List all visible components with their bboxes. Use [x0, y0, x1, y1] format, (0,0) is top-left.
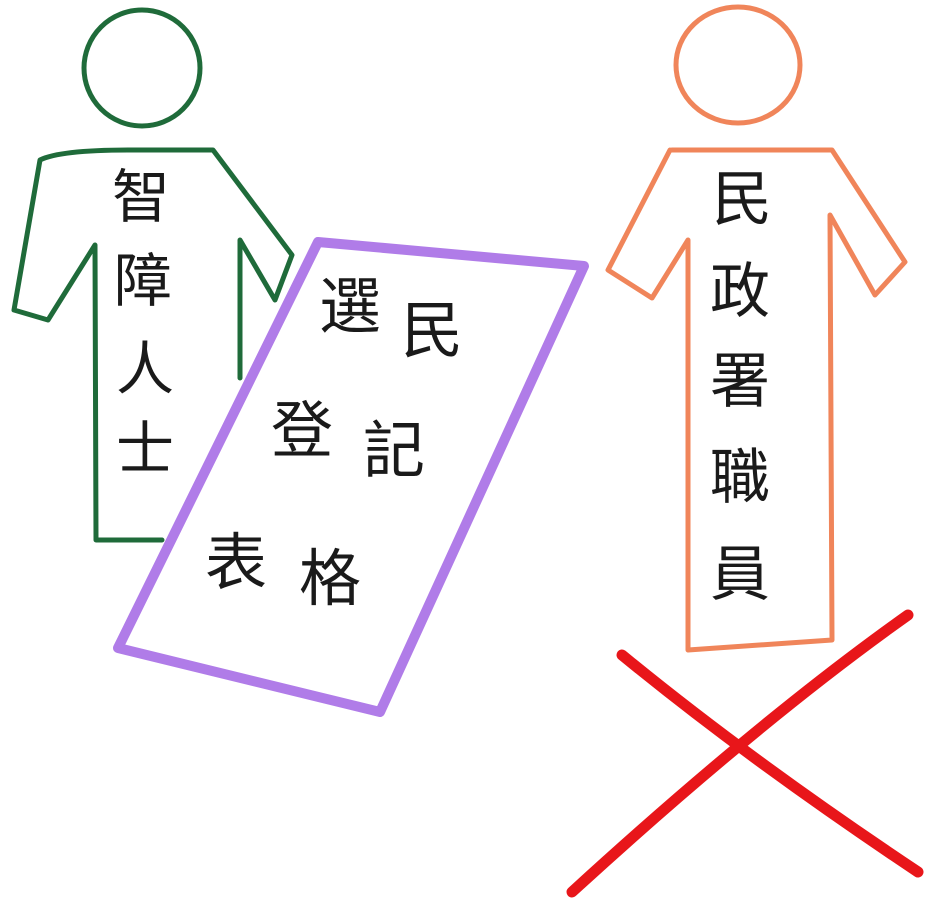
right-label-char-4: 職 — [710, 443, 770, 513]
right-person-head — [673, 4, 803, 126]
right-person-figure — [605, 4, 908, 653]
right-person-body — [605, 147, 908, 653]
left-person-body — [11, 147, 295, 543]
cross-stroke-2 — [566, 609, 914, 898]
cross-stroke-1 — [616, 649, 924, 878]
form-char-min: 民 — [400, 294, 463, 367]
left-label-char-2: 障 — [113, 247, 172, 315]
form-char-biao: 表 — [204, 526, 267, 599]
form-char-ji: 記 — [362, 414, 425, 487]
right-label-char-2: 政 — [710, 257, 770, 327]
left-person-figure — [11, 7, 295, 543]
right-label-char-5: 員 — [710, 540, 770, 610]
form-char-ge: 格 — [298, 542, 361, 615]
left-label-char-1: 智 — [111, 163, 170, 231]
left-label-char-3: 人 — [115, 335, 174, 403]
left-person-head — [81, 7, 203, 129]
voter-form-border — [113, 237, 589, 717]
right-label-char-3: 署 — [710, 347, 770, 417]
left-label-char-4: 士 — [115, 415, 174, 483]
right-label-char-1: 民 — [712, 165, 772, 235]
rejection-cross — [566, 609, 924, 898]
form-char-deng: 登 — [270, 394, 333, 467]
voter-form — [113, 237, 589, 717]
form-char-xuan: 選 — [318, 270, 381, 343]
